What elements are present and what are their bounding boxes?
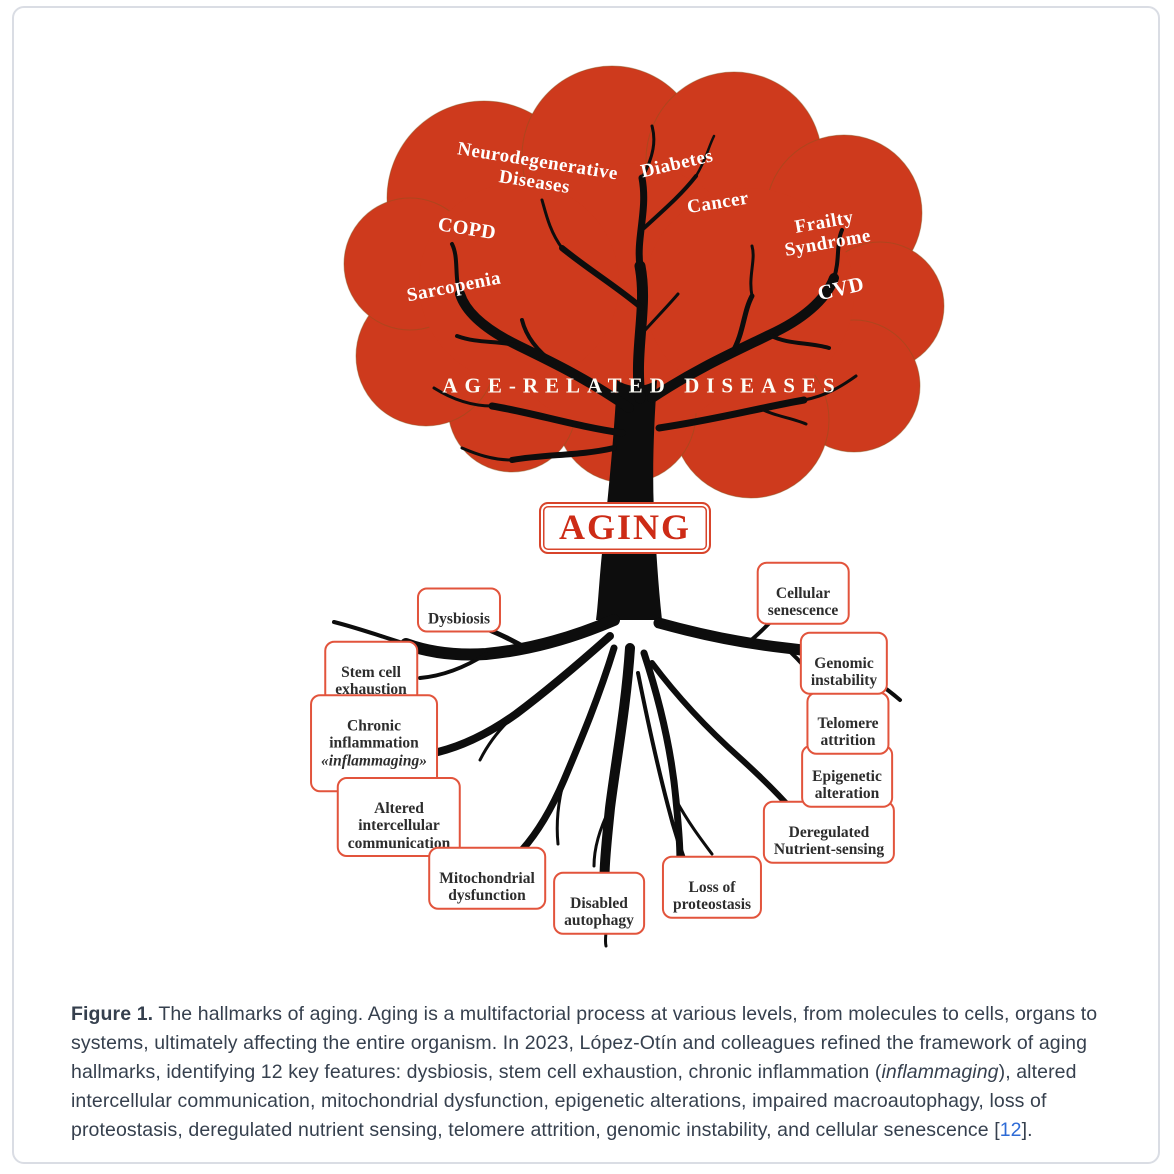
hallmark-label: Altered intercellular communication bbox=[347, 799, 451, 852]
figure-card: Neurodegenerative Diseases Diabetes Canc… bbox=[12, 6, 1160, 1164]
figure-caption-text: ), altered intercellular communication, … bbox=[71, 1060, 1077, 1141]
citation-link[interactable]: 12 bbox=[999, 1118, 1022, 1141]
figure-caption-text: ]. bbox=[1021, 1118, 1033, 1141]
hallmark-label-italic: «inflammaging» bbox=[321, 751, 427, 769]
hallmark-box-telomere-attrition: Telomere attrition bbox=[806, 691, 890, 755]
figure-caption-text: The hallmarks of aging. Aging is a multi… bbox=[71, 1002, 1098, 1083]
hallmark-box-loss-of-proteostasis: Loss of proteostasis bbox=[661, 855, 763, 919]
hallmark-box-mitochondrial-dysfunction: Mitochondrial dysfunction bbox=[428, 846, 546, 910]
hallmark-box-cellular-senescence: Cellular senescence bbox=[756, 561, 850, 625]
hallmark-box-deregulated-nutrient-sensing: Deregulated Nutrient-sensing bbox=[762, 800, 896, 864]
hallmark-label: Deregulated Nutrient-sensing bbox=[773, 823, 885, 858]
figure-caption: Figure 1. The hallmarks of aging. Aging … bbox=[71, 1000, 1133, 1145]
hallmark-box-stem-cell-exhaustion: Stem cell exhaustion bbox=[324, 640, 418, 704]
figure-caption-label: Figure 1. bbox=[71, 1002, 154, 1025]
figure-caption-italic-word: inflammaging bbox=[881, 1060, 999, 1083]
hallmark-label: Mitochondrial dysfunction bbox=[439, 869, 535, 904]
hallmark-box-genomic-instability: Genomic instability bbox=[799, 631, 889, 695]
aging-box: AGING bbox=[538, 502, 712, 554]
figure-stage: Neurodegenerative Diseases Diabetes Canc… bbox=[14, 8, 1158, 1162]
hallmark-label: Cellular senescence bbox=[767, 584, 839, 619]
aging-label: AGING bbox=[558, 507, 692, 547]
hallmark-box-chronic-inflammation: Chronic inflammation «inflammaging» bbox=[310, 694, 438, 792]
hallmark-label: Chronic inflammation bbox=[329, 716, 419, 752]
hallmark-label: Disabled autophagy bbox=[564, 894, 634, 929]
hallmark-label: Stem cell exhaustion bbox=[335, 663, 407, 698]
aging-tree-illustration bbox=[332, 65, 945, 948]
hallmark-box-epigenetic-alteration: Epigenetic alteration bbox=[801, 744, 893, 808]
hallmark-label: Epigenetic alteration bbox=[812, 767, 882, 802]
hallmark-box-dysbiosis: Dysbiosis bbox=[416, 587, 502, 633]
hallmark-label: Telomere attrition bbox=[817, 714, 879, 749]
hallmark-box-altered-intercellular-communication: Altered intercellular communication bbox=[336, 777, 462, 857]
canopy-title: AGE-RELATED DISEASES bbox=[442, 373, 842, 398]
hallmark-box-disabled-autophagy: Disabled autophagy bbox=[553, 871, 645, 935]
hallmark-label: Dysbiosis bbox=[427, 610, 491, 627]
hallmark-label: Loss of proteostasis bbox=[672, 878, 752, 913]
hallmark-label: Genomic instability bbox=[810, 654, 878, 689]
